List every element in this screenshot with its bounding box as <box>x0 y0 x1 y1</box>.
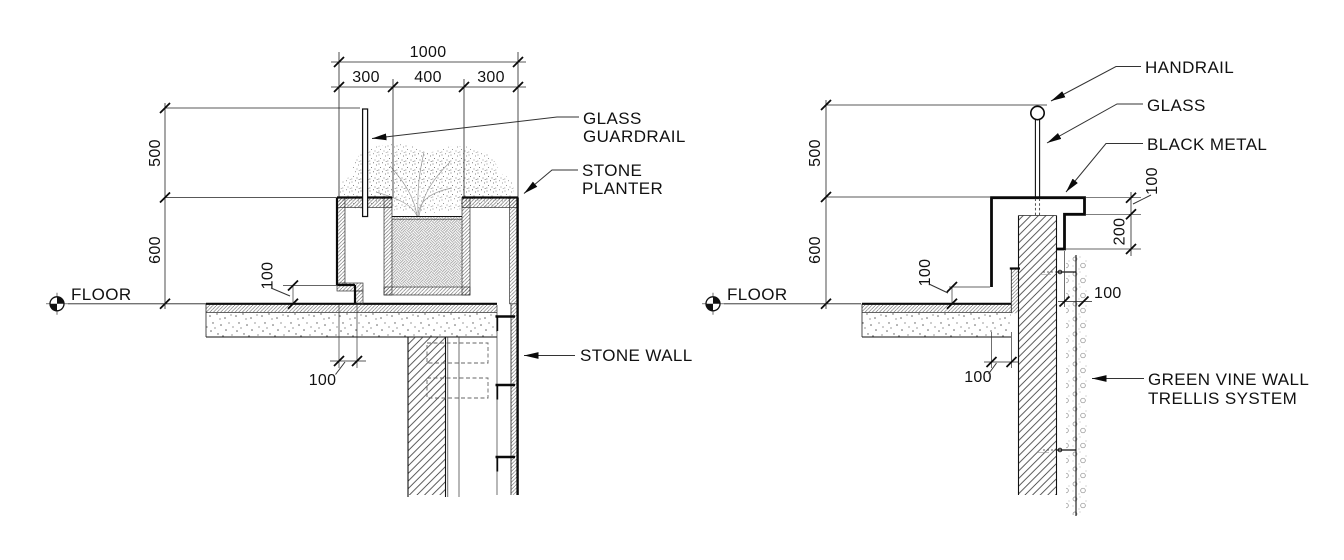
floor-datum-left: FLOOR <box>46 285 206 315</box>
base-offset-dimension: 100 <box>964 332 1019 386</box>
dim-skirt-offset: 100 <box>964 369 992 386</box>
dim-trellis-offset: 100 <box>1094 285 1122 302</box>
stone-planter-label-1: STONE <box>582 161 642 180</box>
handrail-label: HANDRAIL <box>1145 58 1234 77</box>
stone-wall-section <box>407 303 518 497</box>
black-metal-label: BLACK METAL <box>1147 135 1267 154</box>
stone-cladding <box>495 303 518 495</box>
stone-planter-label-2: PLANTER <box>582 179 663 198</box>
dim-planter-height: 600 <box>147 236 164 264</box>
glass-guardrail-leader <box>371 116 579 141</box>
skirt-gap-dimension: 100 <box>917 259 990 310</box>
floor-finish-layer <box>206 305 497 313</box>
floor-slab-right <box>861 302 1011 338</box>
floor-label: FLOOR <box>727 285 788 304</box>
trellis-label-1: GREEN VINE WALL <box>1148 370 1309 389</box>
dim-plinth-depth: 100 <box>309 372 337 389</box>
wall-anchor-dashed <box>426 377 489 399</box>
dim-skirt-gap: 100 <box>917 259 934 287</box>
left-plinth-dimensions: 100 100 <box>260 262 366 389</box>
right-annotations: HANDRAIL GLASS BLACK METAL GREEN VINE WA… <box>1046 58 1309 408</box>
black-metal-coping <box>990 196 1086 287</box>
dim-guardrail-height: 500 <box>147 139 164 167</box>
floor-concrete-layer <box>206 313 497 337</box>
trellis-offset-dimension: 100 <box>1058 251 1122 308</box>
wall-core-hatch <box>408 337 446 495</box>
right-dimensions-vertical: 500 600 <box>807 99 1047 309</box>
left-dimensions-vertical: 500 600 <box>147 102 360 309</box>
left-dimensions-top: 1000 300 400 300 <box>331 44 526 198</box>
floor-concrete-layer <box>862 313 1011 337</box>
glass-guardrail-label-1: GLASS <box>583 109 642 128</box>
handrail-leader <box>1050 66 1141 102</box>
glass-and-handrail <box>1030 105 1046 215</box>
glass-panel <box>1034 120 1041 197</box>
stone-planter-leader <box>523 169 578 194</box>
dim-parapet-height: 600 <box>807 236 824 264</box>
right-detail-parapet-trellis: FLOOR 500 600 100 200 <box>702 58 1309 516</box>
floor-finish-layer <box>862 305 1011 313</box>
glass-leader <box>1046 103 1143 144</box>
glass-embedded-dashed <box>1034 198 1041 215</box>
left-detail-stone-planter: FLOOR 1000 300 400 300 500 600 <box>46 44 693 497</box>
dim-right-wall: 300 <box>477 69 505 86</box>
dim-plinth-height: 100 <box>260 262 277 290</box>
dim-fascia-height: 200 <box>1112 218 1129 246</box>
parapet-wall <box>1017 215 1058 495</box>
glass-label: GLASS <box>1147 96 1206 115</box>
stone-wall-label: STONE WALL <box>580 346 693 365</box>
floor-datum-right: FLOOR <box>702 285 861 315</box>
dim-glass-height: 500 <box>807 139 824 167</box>
dim-left-wall: 300 <box>352 69 380 86</box>
wall-anchor-dashed <box>426 342 489 364</box>
coping-dimensions: 100 200 <box>1066 167 1161 256</box>
trellis-bracket <box>1040 269 1076 275</box>
plant-branches <box>375 151 453 217</box>
trellis-bracket <box>1038 447 1076 453</box>
floor-slab-left <box>205 302 497 338</box>
handrail-section <box>1030 105 1046 121</box>
parapet-wall-hatch <box>1018 215 1057 495</box>
trellis-label-2: TRELLIS SYSTEM <box>1148 389 1297 408</box>
left-annotations: GLASS GUARDRAIL STONE PLANTER STONE WALL <box>371 109 693 365</box>
glass-guardrail-label-2: GUARDRAIL <box>583 127 686 146</box>
dim-total-width: 1000 <box>410 44 447 61</box>
dim-cap-height: 100 <box>1144 167 1161 195</box>
black-metal-leader <box>1065 143 1143 193</box>
glass-guardrail-panel <box>361 108 369 218</box>
planter-section <box>335 108 519 495</box>
dim-inner: 400 <box>414 69 442 86</box>
floor-label: FLOOR <box>71 285 132 304</box>
planter-soil <box>392 216 462 287</box>
green-vine-trellis <box>1038 255 1087 516</box>
